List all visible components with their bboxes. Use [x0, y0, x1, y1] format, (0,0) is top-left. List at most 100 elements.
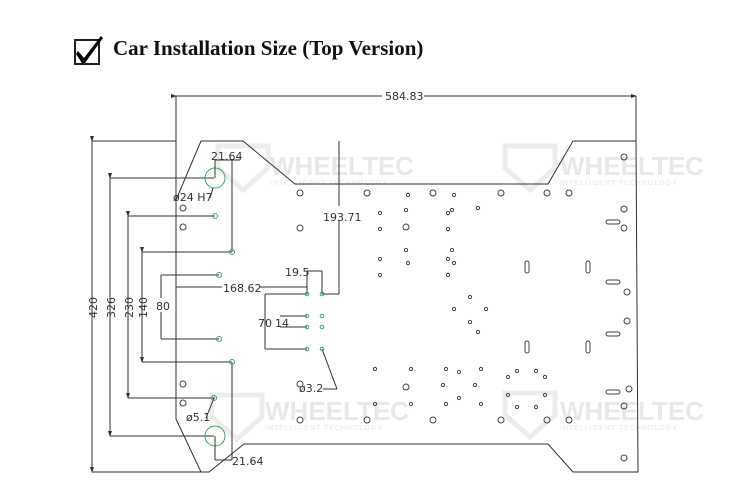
slot-hole	[585, 260, 591, 274]
small-hole	[451, 306, 457, 312]
svg-text:WHEELTEC: WHEELTEC	[560, 151, 704, 181]
small-hole	[451, 192, 457, 198]
small-hole	[445, 272, 451, 278]
small-hole	[445, 210, 451, 216]
mount-hole	[179, 380, 187, 388]
mount-hole	[625, 385, 633, 393]
small-hole	[377, 256, 383, 262]
mount-holes-center	[304, 291, 325, 352]
small-hole	[505, 392, 511, 398]
small-hole	[542, 392, 548, 398]
dim-label-584: 584.83	[385, 90, 424, 103]
small-hole	[377, 226, 383, 232]
mount-hole	[497, 416, 505, 424]
mount-hole	[497, 189, 505, 197]
dim-label-tiny-hole: ø3.2	[299, 382, 323, 395]
small-hole	[449, 247, 455, 253]
watermark-top-right: WHEELTEC INTELLIGENT TECHNOLOGY	[502, 143, 704, 194]
small-hole	[483, 306, 489, 312]
mount-hole	[402, 383, 410, 391]
mount-holes-left	[211, 213, 235, 401]
small-hole	[514, 368, 520, 374]
mount-hole	[402, 223, 410, 231]
mount-hole	[296, 224, 304, 232]
small-hole	[440, 382, 446, 388]
svg-text:INTELLIGENT TECHNOLOGY: INTELLIGENT TECHNOLOGY	[560, 425, 678, 432]
small-hole	[456, 369, 462, 375]
dim-label-420: 420	[87, 297, 100, 318]
small-hole	[372, 401, 378, 407]
slot-hole	[605, 279, 621, 285]
mount-hole	[429, 416, 437, 424]
dim-label-230: 230	[123, 297, 136, 318]
dim-label-326: 326	[105, 297, 118, 318]
small-hole	[514, 404, 520, 410]
mount-hole	[565, 189, 573, 197]
big-hole-bottom	[204, 425, 232, 461]
mount-hole	[179, 204, 187, 212]
small-hole	[372, 366, 378, 372]
small-hole	[456, 395, 462, 401]
small-hole	[467, 294, 473, 300]
small-hole	[445, 256, 451, 262]
dim-label-14: 14	[275, 317, 289, 330]
small-hole	[443, 366, 449, 372]
slot-hole	[524, 260, 530, 274]
dim-label-140: 140	[137, 297, 150, 318]
dim-label-21-64-top: 21.64	[211, 150, 243, 163]
mount-hole	[296, 189, 304, 197]
slot-hole	[605, 389, 621, 395]
mount-hole	[543, 189, 551, 197]
small-hole	[377, 210, 383, 216]
small-hole	[467, 319, 473, 325]
small-hole	[408, 366, 414, 372]
watermark-bottom-left: WHEELTEC INTELLIGENT TECHNOLOGY	[209, 392, 409, 443]
plate-holes	[179, 153, 633, 462]
slot-hole	[605, 331, 621, 337]
big-hole-top	[204, 159, 240, 189]
mount-hole	[620, 205, 628, 213]
slot-hole	[524, 340, 530, 354]
dim-label-small-hole: ø5.1	[186, 411, 210, 424]
small-hole	[405, 260, 411, 266]
small-hole	[533, 404, 539, 410]
svg-text:WHEELTEC: WHEELTEC	[270, 151, 414, 181]
svg-text:INTELLIGENT TECHNOLOGY: INTELLIGENT TECHNOLOGY	[265, 425, 383, 432]
dim-label-193: 193.71	[323, 211, 362, 224]
mount-hole	[296, 380, 304, 388]
checkbox-checked-icon	[73, 34, 103, 65]
mount-hole	[620, 224, 628, 232]
small-hole	[445, 226, 451, 232]
small-hole	[505, 374, 511, 380]
small-hole	[478, 366, 484, 372]
small-hole	[408, 401, 414, 407]
small-hole	[472, 382, 478, 388]
mount-hole	[543, 416, 551, 424]
dim-label-168: 168.62	[223, 282, 262, 295]
watermark-bottom-right: WHEELTEC INTELLIGENT TECHNOLOGY	[502, 390, 704, 441]
small-hole	[475, 329, 481, 335]
small-hole	[449, 207, 455, 213]
mount-hole	[620, 402, 628, 410]
dim-label-21-64-bottom: 21.64	[232, 455, 264, 468]
svg-text:WHEELTEC: WHEELTEC	[265, 396, 409, 426]
small-hole	[405, 192, 411, 198]
watermark-top-left: WHEELTEC INTELLIGENT TECHNOLOGY	[215, 143, 414, 194]
mount-hole	[179, 223, 187, 231]
mount-hole	[565, 416, 573, 424]
mount-hole	[620, 153, 628, 161]
mount-hole	[623, 288, 631, 296]
dim-label-80: 80	[156, 300, 170, 313]
mount-hole	[296, 416, 304, 424]
mount-hole	[620, 454, 628, 462]
small-hole	[542, 374, 548, 380]
slot-hole	[605, 219, 621, 225]
mount-hole	[363, 189, 371, 197]
svg-text:INTELLIGENT TECHNOLOGY: INTELLIGENT TECHNOLOGY	[560, 180, 678, 187]
dim-label-big-hole: ø24 H7	[173, 191, 213, 204]
small-hole	[403, 207, 409, 213]
title-row: Car Installation Size (Top Version)	[73, 30, 423, 66]
dim-label-70: 70	[258, 317, 272, 330]
small-hole	[478, 401, 484, 407]
